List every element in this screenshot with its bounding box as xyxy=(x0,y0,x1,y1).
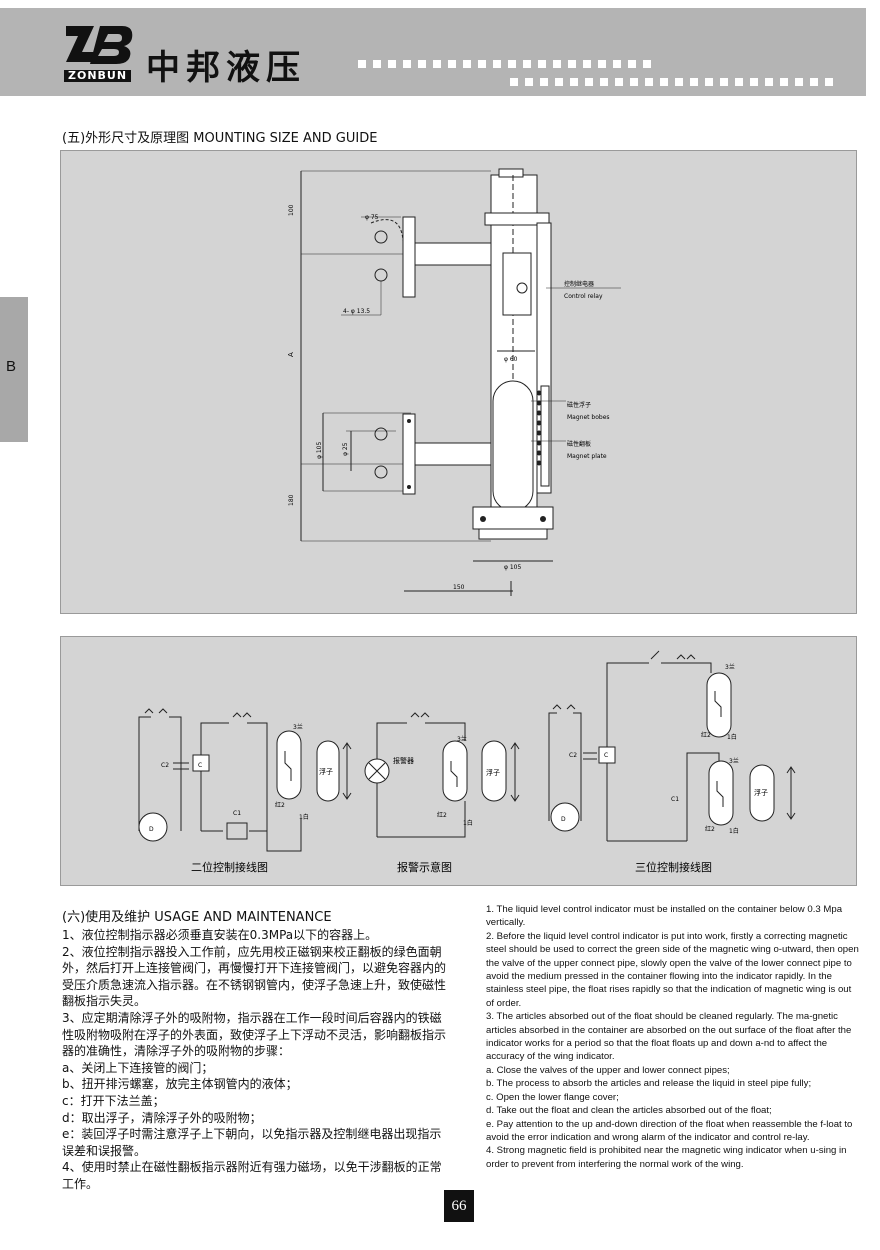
wiring-diagrams: C2 C D C1 3兰 红2 1白 浮子 报警器 3兰 红2 1白 浮子 C2… xyxy=(138,650,796,874)
label-1bai-two: 1白 xyxy=(299,813,309,821)
label-3lan-three-upper: 3兰 xyxy=(725,663,735,671)
label-alarm: 报警器 xyxy=(393,756,414,765)
header-dots-upper xyxy=(358,60,651,68)
label-c2-three: C2 xyxy=(569,752,577,759)
label-float-three: 浮子 xyxy=(754,788,768,797)
en-paragraph: 4. Strong magnetic field is prohibited n… xyxy=(486,1145,847,1170)
zonbun-logo xyxy=(66,26,133,64)
dim-a: A xyxy=(287,352,295,357)
page-number: 66 xyxy=(444,1190,474,1222)
caption-two-position: 二位控制接线图 xyxy=(191,860,268,874)
dim-holes: 4- φ 13.5 xyxy=(343,308,370,315)
en-paragraph: d. Take out the float and clean the arti… xyxy=(486,1105,772,1117)
logo-wordmark: ZONBUN xyxy=(64,70,132,82)
label-float-alarm: 浮子 xyxy=(486,768,500,777)
zh-paragraph: a、关闭上下连接管的阀门； xyxy=(62,1060,214,1075)
wiring-diagram-panel: C2 C D C1 3兰 红2 1白 浮子 报警器 3兰 红2 1白 浮子 C2… xyxy=(60,636,857,886)
caption-three-position: 三位控制接线图 xyxy=(635,860,712,874)
label-relay-en: Control relay xyxy=(564,293,603,300)
label-c1-three: C1 xyxy=(671,796,679,803)
en-paragraph: b. The process to absorb the articles an… xyxy=(486,1078,812,1090)
label-plate-zh: 磁性翻板 xyxy=(567,440,591,448)
label-relay-zh: 控制继电器 xyxy=(564,280,594,288)
caption-alarm: 报警示意图 xyxy=(397,860,452,874)
dim-150: 150 xyxy=(453,584,465,591)
label-hong2-alarm: 红2 xyxy=(437,811,447,819)
label-float-two: 浮子 xyxy=(319,767,333,776)
label-3lan-two: 3兰 xyxy=(293,723,303,731)
label-bobes-zh: 磁性浮子 xyxy=(567,401,591,409)
en-paragraph: e. Pay attention to the up and-down dire… xyxy=(486,1118,853,1143)
mounting-drawing-panel: 100 A 180 φ 105 φ 25 φ 75 4- φ 13.5 φ 60… xyxy=(60,150,857,614)
label-hong2-two: 红2 xyxy=(275,801,285,809)
usage-text-english: 1. The liquid level control indicator mu… xyxy=(486,903,860,1171)
header-dots-lower xyxy=(510,78,833,86)
label-hong2-three-lower: 红2 xyxy=(705,825,715,833)
en-paragraph: a. Close the valves of the upper and low… xyxy=(486,1064,730,1076)
brand-name: 中邦液压 xyxy=(146,48,306,88)
dim-25: φ 25 xyxy=(342,442,349,456)
label-1bai-three-lower: 1白 xyxy=(729,827,739,835)
zh-paragraph: 3、应定期清除浮子外的吸附物，指示器在工作一段时间后容器内的铁磁性吸附物吸附在浮… xyxy=(62,1010,447,1059)
label-d-two: D xyxy=(149,826,154,833)
dim-105-vertical: φ 105 xyxy=(316,442,323,460)
label-1bai-three-upper: 1白 xyxy=(727,733,737,741)
zh-paragraph: 2、液位控制指示器投入工作前，应先用校正磁钢来校正翻板的绿色面朝外，然后打开上连… xyxy=(62,944,447,1009)
zh-paragraph: 4、使用时禁止在磁性翻板指示器附近有强力磁场，以免干涉翻板的正常工作。 xyxy=(62,1160,442,1191)
chapter-side-tab xyxy=(0,297,28,442)
usage-text-chinese: 1、液位控制指示器必须垂直安装在0.3MPa以下的容器上。 2、液位控制指示器投… xyxy=(62,927,452,1193)
label-c2-two: C2 xyxy=(161,762,169,769)
label-plate-en: Magnet plate xyxy=(567,453,607,460)
label-3lan-alarm: 3兰 xyxy=(457,735,467,743)
label-c1-two: C1 xyxy=(233,810,241,817)
dim-105-horizontal: φ 105 xyxy=(504,564,522,571)
dim-75: φ 75 xyxy=(365,214,379,221)
en-paragraph: c. Open the lower flange cover; xyxy=(486,1091,619,1103)
label-1bai-alarm: 1白 xyxy=(463,819,473,827)
label-bobes-en: Magnet bobes xyxy=(567,414,610,421)
dim-100: 100 xyxy=(288,204,295,216)
zh-paragraph: 1、液位控制指示器必须垂直安装在0.3MPa以下的容器上。 xyxy=(62,928,378,942)
label-hong2-three-upper: 红2 xyxy=(701,731,711,739)
mounting-drawing: 100 A 180 φ 105 φ 25 φ 75 4- φ 13.5 φ 60… xyxy=(287,168,621,596)
chapter-letter: B xyxy=(6,358,17,375)
zh-paragraph: c：打开下法兰盖； xyxy=(62,1093,165,1108)
section-title-mounting: (五)外形尺寸及原理图 MOUNTING SIZE AND GUIDE xyxy=(62,131,378,146)
dim-60: φ 60 xyxy=(504,356,518,363)
zh-paragraph: e：装回浮子时需注意浮子上下朝向，以免指示器及控制继电器出现指示误差和误报警。 xyxy=(62,1127,442,1158)
label-c-two: C xyxy=(198,762,202,769)
section-title-usage: (六)使用及维护 USAGE AND MAINTENANCE xyxy=(62,910,332,925)
label-d-three: D xyxy=(561,816,566,823)
en-paragraph: 2. Before the liquid level control indic… xyxy=(486,930,859,1009)
zh-paragraph: d：取出浮子，清除浮子外的吸附物； xyxy=(62,1110,262,1125)
label-3lan-three-lower: 3兰 xyxy=(729,757,739,765)
label-c-three: C xyxy=(604,752,608,759)
dim-180: 180 xyxy=(288,494,295,506)
en-paragraph: 1. The liquid level control indicator mu… xyxy=(486,904,843,929)
zh-paragraph: b、扭开排污螺塞，放完主体钢管内的液体； xyxy=(62,1077,298,1092)
en-paragraph: 3. The articles absorbed out of the floa… xyxy=(486,1011,852,1063)
